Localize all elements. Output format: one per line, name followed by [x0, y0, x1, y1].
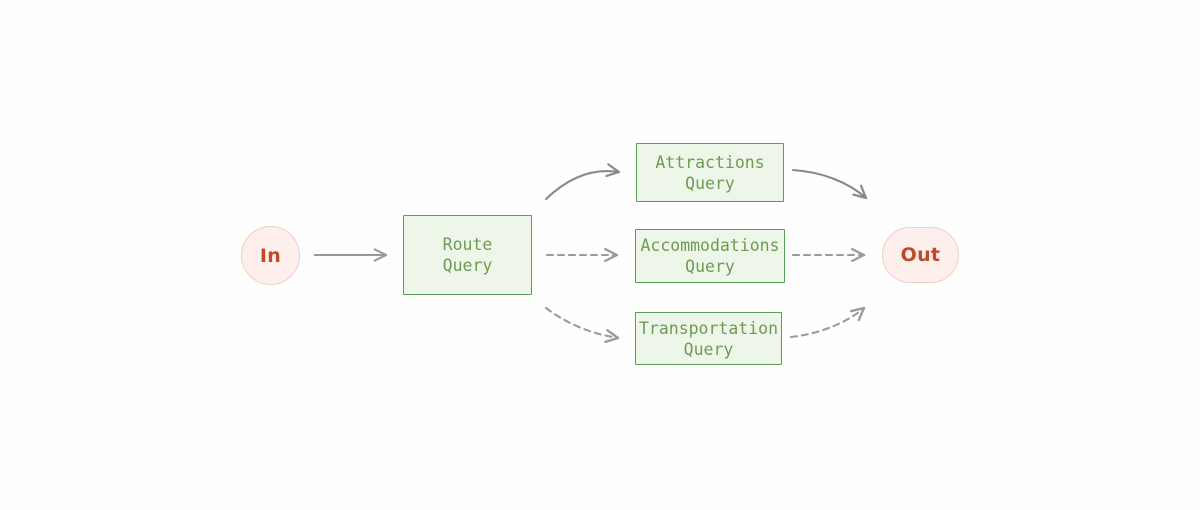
node-out[interactable]: Out: [882, 227, 959, 283]
node-transportation-query[interactable]: Transportation Query: [635, 312, 782, 365]
node-in-label: In: [259, 244, 282, 267]
node-transportation-query-label: Transportation Query: [638, 318, 779, 359]
node-route-query[interactable]: Route Query: [403, 215, 532, 295]
edge-route-to-attractions: [544, 163, 621, 201]
node-attractions-query[interactable]: Attractions Query: [636, 143, 784, 202]
node-accommodations-query[interactable]: Accommodations Query: [635, 229, 785, 283]
node-out-label: Out: [900, 244, 941, 266]
edge-attractions-to-out: [791, 168, 868, 200]
edge-transportation-to-out: [789, 306, 866, 339]
node-in[interactable]: In: [241, 226, 300, 285]
node-attractions-query-label: Attractions Query: [655, 152, 765, 193]
node-accommodations-query-label: Accommodations Query: [640, 236, 780, 276]
node-route-query-label: Route Query: [442, 235, 493, 275]
edge-route-to-transportation: [544, 306, 620, 344]
